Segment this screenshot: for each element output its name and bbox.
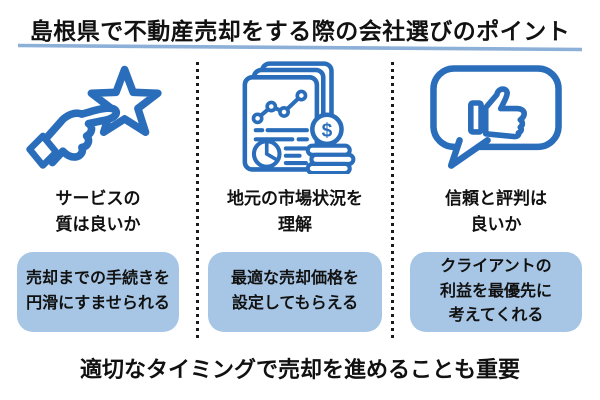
benefit-box: クライアントの 利益を最優先に 考えてくれる [410, 252, 582, 332]
column-heading: サービスの 質は良いか [55, 189, 141, 235]
footer-note: 適切なタイミングで売却を進めることも重要 [79, 357, 520, 382]
page-title: 島根県で不動産売却をする際の会社選びのポイント [29, 18, 571, 44]
icon-area [423, 58, 569, 176]
icon-area: $ [231, 58, 359, 176]
column-trust-reputation: 信頼と評判は 良いか クライアントの 利益を最優先に 考えてくれる [400, 58, 592, 332]
column-service-quality: サービスの 質は良いか 売却までの手続きを 円滑にすませられる [5, 58, 191, 332]
icon-area [19, 58, 177, 176]
column-heading: 地元の市場状況を 理解 [227, 189, 363, 235]
hand-star-icon [26, 65, 162, 169]
column-market-knowledge: $ 地元の市場状況を 理解 最適な売却価格を 設定してもらえる [202, 58, 388, 332]
column-divider [196, 62, 199, 338]
thumbs-up-bubble-icon [430, 65, 562, 169]
market-report-icon: $ [242, 61, 356, 174]
title-underline [17, 43, 583, 52]
column-heading: 信頼と評判は 良いか [445, 189, 547, 235]
benefit-box: 最適な売却価格を 設定してもらえる [208, 252, 382, 332]
column-divider [391, 62, 394, 338]
dollar-coin-symbol: $ [322, 121, 333, 142]
benefit-box: 売却までの手続きを 円滑にすませられる [17, 252, 179, 332]
